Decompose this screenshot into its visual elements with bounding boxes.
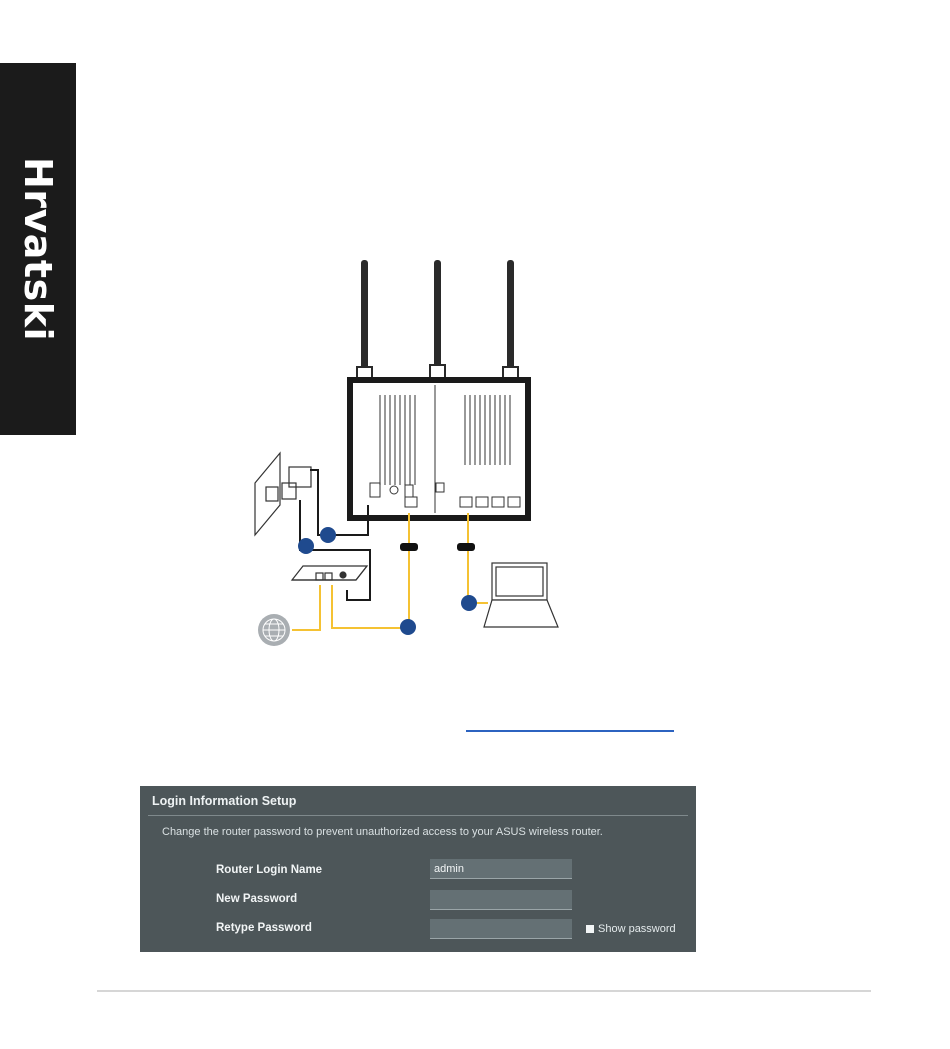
step-marker-icon (320, 527, 336, 543)
cable-tag-icon (400, 543, 418, 551)
cable-tag-icon (457, 543, 475, 551)
login-information-panel: Login Information Setup Change the route… (140, 786, 696, 952)
internet-globe-icon (258, 614, 290, 646)
language-tab-label: Hrvatski (16, 157, 60, 341)
new-password-input[interactable] (430, 890, 572, 910)
url-link-underline[interactable] (466, 730, 674, 732)
modem-icon (292, 566, 367, 580)
panel-title: Login Information Setup (152, 794, 296, 808)
footer-divider (97, 990, 871, 992)
laptop-icon (484, 563, 558, 627)
show-password-label: Show password (598, 923, 676, 935)
retype-password-input[interactable] (430, 919, 572, 939)
show-password-toggle[interactable]: Show password (586, 923, 676, 935)
retype-password-label: Retype Password (216, 922, 312, 934)
panel-description: Change the router password to prevent un… (162, 826, 603, 838)
language-tab: Hrvatski (0, 63, 76, 435)
new-password-label: New Password (216, 893, 297, 905)
power-outlet-icon (255, 453, 311, 535)
step-marker-icon (298, 538, 314, 554)
router-login-name-label: Router Login Name (216, 864, 322, 876)
router-icon (350, 380, 528, 518)
antennas-icon (357, 260, 518, 383)
router-login-name-input[interactable] (430, 859, 572, 879)
panel-divider (148, 815, 688, 816)
step-marker-icon (400, 619, 416, 635)
step-marker-icon (461, 595, 477, 611)
checkbox-icon[interactable] (586, 925, 594, 933)
router-connection-diagram (240, 255, 580, 650)
